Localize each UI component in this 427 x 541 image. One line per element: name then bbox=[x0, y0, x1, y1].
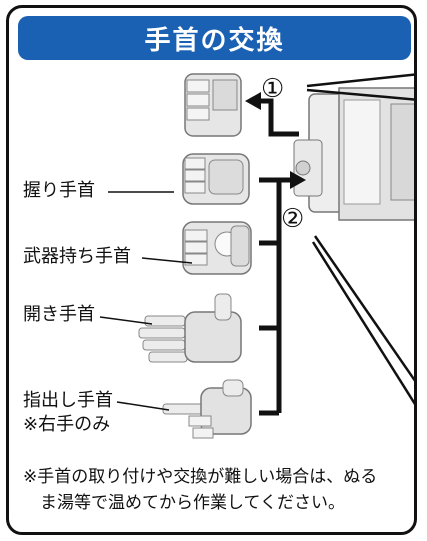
weapon-grip-hand-icon bbox=[182, 221, 252, 275]
step-two-marker: ② bbox=[281, 204, 305, 234]
caution-note-line1: ※手首の取り付けや交換が難しい場合は、ぬる bbox=[23, 467, 378, 487]
title-banner: 手首の交換 bbox=[18, 16, 411, 60]
fist-hand-label: 握り手首 bbox=[23, 180, 95, 201]
step-one-marker: ① bbox=[261, 74, 285, 104]
open-hand-icon bbox=[138, 293, 242, 363]
fist-hand-icon bbox=[182, 153, 250, 205]
weapon-grip-hand-label: 武器持ち手首 bbox=[23, 246, 131, 267]
removed-hand-icon bbox=[184, 73, 242, 137]
page-title: 手首の交換 bbox=[144, 25, 285, 56]
pointing-hand-label: 指出し手首 bbox=[23, 390, 113, 411]
caution-note: ※手首の取り付けや交換が難しい場合は、ぬる ま湯等で温めてから作業してください。 bbox=[23, 464, 413, 516]
open-hand-label: 開き手首 bbox=[23, 304, 95, 325]
robot-arm-icon bbox=[293, 87, 414, 221]
instruction-panel: 手首の交換 bbox=[6, 5, 417, 535]
caution-note-line2: ま湯等で温めてから作業してください。 bbox=[40, 493, 345, 513]
illustration bbox=[99, 73, 414, 439]
right-hand-only-note: ※右手のみ bbox=[23, 414, 111, 435]
pointing-hand-icon bbox=[162, 379, 252, 439]
